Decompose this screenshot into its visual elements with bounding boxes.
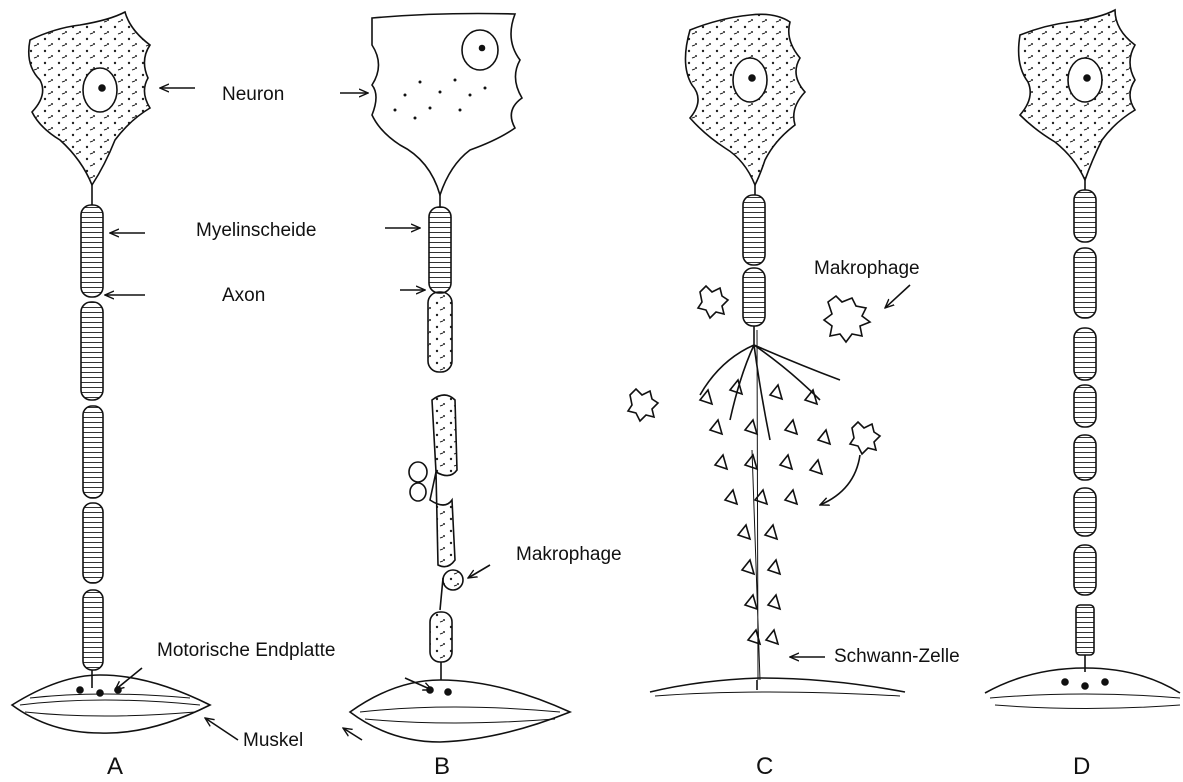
muscle-d <box>985 668 1180 693</box>
label-motor-endplate: Motorische Endplatte <box>157 640 336 662</box>
neuron-b-soma <box>372 14 522 196</box>
panel-label-d: D <box>1073 754 1090 780</box>
panel-c-drawing <box>628 14 910 696</box>
panel-d-drawing <box>985 10 1180 709</box>
macrophage-c-2 <box>824 296 870 342</box>
myelin-a-3 <box>83 406 103 498</box>
panel-label-b: B <box>434 754 450 780</box>
label-muscle: Muskel <box>243 730 303 752</box>
myelin-c-2 <box>743 268 765 326</box>
label-macrophage-b: Makrophage <box>516 544 622 566</box>
myelin-d-6 <box>1074 488 1096 536</box>
myelin-a-5 <box>83 590 103 670</box>
schwann-cell-band <box>700 330 830 680</box>
label-axon: Axon <box>222 285 265 307</box>
muscle-a <box>12 675 210 733</box>
macrophage-b <box>443 570 463 590</box>
degenerated-axon-b <box>432 395 457 476</box>
myelin-b-3 <box>430 612 452 662</box>
myelin-b-2 <box>428 292 452 372</box>
myelin-d-4 <box>1074 385 1096 427</box>
myelin-d-3 <box>1074 328 1096 380</box>
macrophage-c-3 <box>628 389 658 421</box>
macrophage-c-1 <box>698 286 728 318</box>
myelin-d-5 <box>1074 435 1096 480</box>
macrophage-c-4 <box>850 422 880 454</box>
myelin-a-4 <box>83 503 103 583</box>
label-macrophage-c: Makrophage <box>814 258 920 280</box>
myelin-a-1 <box>81 205 103 297</box>
myelin-d-8 <box>1076 605 1094 655</box>
label-myelin-sheath: Myelinscheide <box>196 220 316 242</box>
myelin-b-1 <box>429 207 451 293</box>
myelin-c-1 <box>743 195 765 265</box>
panel-label-a: A <box>107 754 123 780</box>
myelin-d-7 <box>1074 545 1096 595</box>
myelin-a-2 <box>81 302 103 400</box>
myelin-d-2 <box>1074 248 1096 318</box>
panel-a-drawing <box>12 12 238 740</box>
myelin-d-1 <box>1074 190 1096 242</box>
muscle-c <box>650 678 905 692</box>
muscle-b <box>350 680 570 742</box>
label-neuron: Neuron <box>222 84 284 106</box>
panel-b-drawing <box>340 14 570 743</box>
panel-label-c: C <box>756 754 773 780</box>
label-schwann-cell: Schwann-Zelle <box>834 646 960 668</box>
